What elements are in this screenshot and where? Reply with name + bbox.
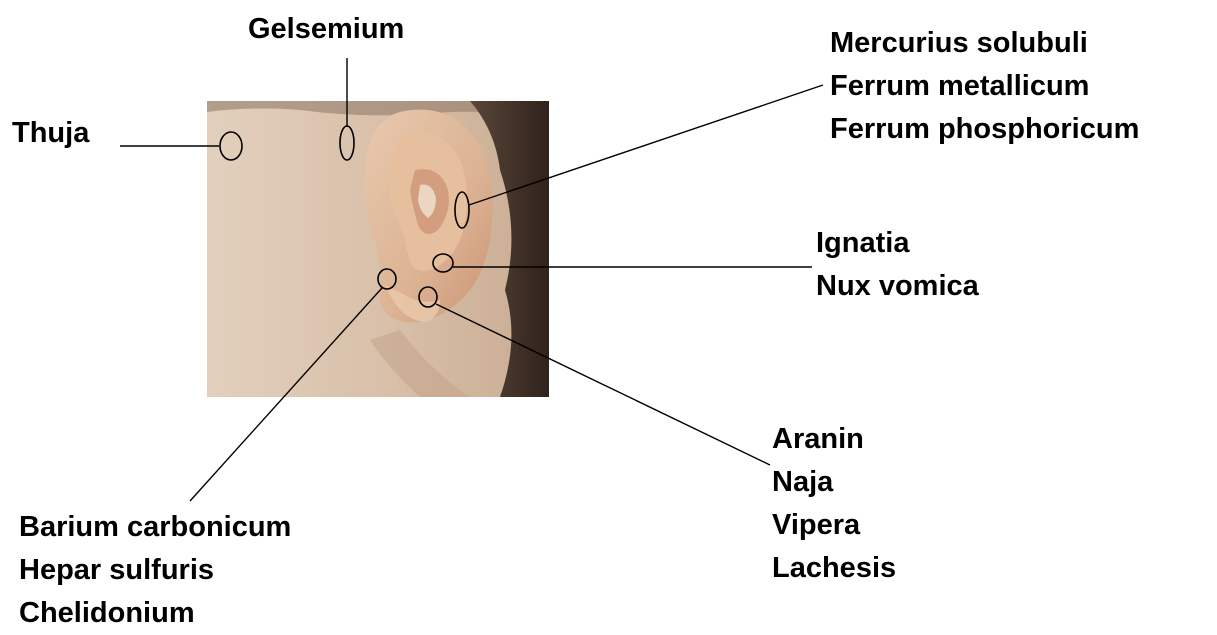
label-group-barium: Barium carbonicum Hepar sulfuris Chelido… <box>19 506 291 635</box>
label-group-thuja: Thuja <box>12 112 89 155</box>
ear-photo <box>207 101 549 397</box>
remedy-label: Ferrum phosphoricum <box>830 108 1139 151</box>
remedy-label: Aranin <box>772 418 896 461</box>
remedy-label: Ignatia <box>816 222 979 265</box>
remedy-label: Thuja <box>12 112 89 155</box>
label-group-mercurius: Mercurius solubuli Ferrum metallicum Fer… <box>830 22 1139 151</box>
remedy-label: Ferrum metallicum <box>830 65 1139 108</box>
remedy-label: Vipera <box>772 504 896 547</box>
label-group-ignatia: Ignatia Nux vomica <box>816 222 979 308</box>
remedy-label: Mercurius solubuli <box>830 22 1139 65</box>
remedy-label: Barium carbonicum <box>19 506 291 549</box>
remedy-label: Naja <box>772 461 896 504</box>
remedy-label: Hepar sulfuris <box>19 549 291 592</box>
label-group-gelsemium: Gelsemium <box>248 8 404 51</box>
remedy-label: Nux vomica <box>816 265 979 308</box>
label-group-aranin: Aranin Naja Vipera Lachesis <box>772 418 896 590</box>
remedy-label: Gelsemium <box>248 8 404 51</box>
remedy-label: Lachesis <box>772 547 896 590</box>
remedy-label: Chelidonium <box>19 592 291 635</box>
